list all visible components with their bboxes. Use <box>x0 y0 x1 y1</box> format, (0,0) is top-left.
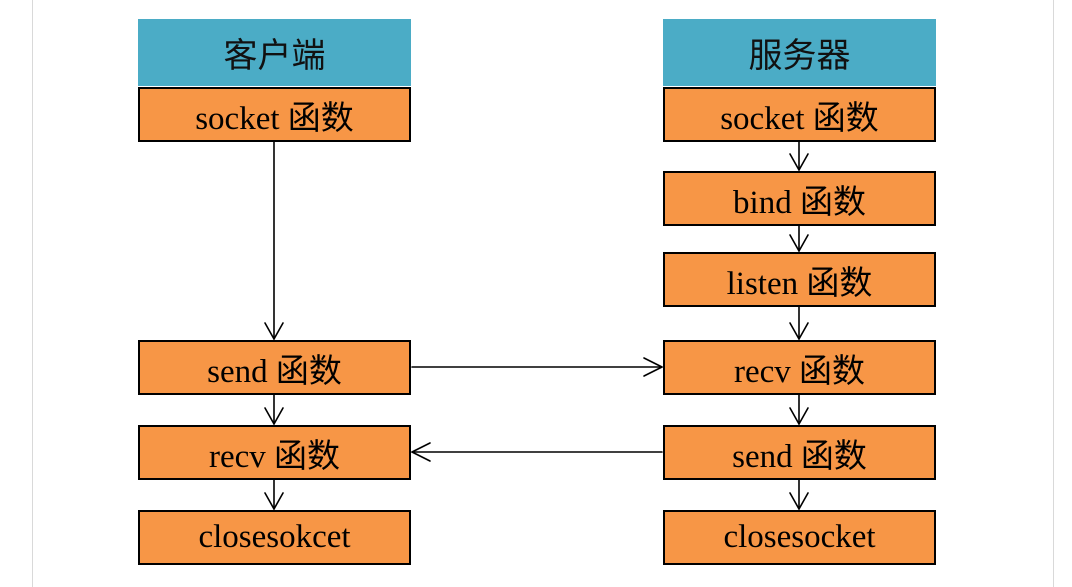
arrowhead-server-recv <box>789 322 809 340</box>
client-header: 客户端 <box>138 19 411 86</box>
arrowhead-client-send <box>264 322 284 340</box>
client-socket-box: socket 函数 <box>138 87 411 142</box>
server-send-box: send 函数 <box>663 425 936 480</box>
right-frame-line <box>1053 0 1054 587</box>
arrowhead-client-recv-horizontal <box>411 442 431 462</box>
server-socket-box: socket 函数 <box>663 87 936 142</box>
server-listen-box: listen 函数 <box>663 252 936 307</box>
arrowhead-client-recv <box>264 407 284 425</box>
arrowhead-server-listen <box>789 234 809 252</box>
server-recv-box: recv 函数 <box>663 340 936 395</box>
arrowhead-server-recv-horizontal <box>643 357 663 377</box>
left-frame-line <box>32 0 33 587</box>
arrowhead-server-bind <box>789 153 809 171</box>
server-header: 服务器 <box>663 19 936 86</box>
client-recv-box: recv 函数 <box>138 425 411 480</box>
arrowhead-server-send <box>789 407 809 425</box>
arrowhead-server-close <box>789 492 809 510</box>
server-closesocket-box: closesocket <box>663 510 936 565</box>
server-bind-box: bind 函数 <box>663 171 936 226</box>
client-closesocket-box: closesokcet <box>138 510 411 565</box>
client-send-box: send 函数 <box>138 340 411 395</box>
arrowhead-client-close <box>264 492 284 510</box>
